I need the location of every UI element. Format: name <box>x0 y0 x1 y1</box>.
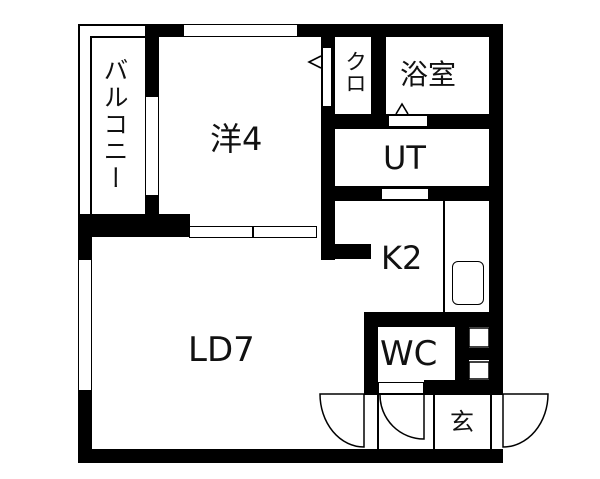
room-label-utility: UT <box>383 139 426 177</box>
balcony-outer-top-line <box>78 24 148 26</box>
room-label-balcony: バルコニー <box>100 57 129 192</box>
room-label-entrance: 玄 <box>450 408 474 436</box>
wall-balcony-western <box>145 24 159 96</box>
wall-top-right <box>298 24 503 37</box>
room-label-closet: クロ <box>341 50 366 94</box>
wall-right <box>489 24 503 312</box>
entrance-divider-line <box>433 394 435 449</box>
wall-shaft-mid <box>469 348 489 360</box>
wall-wc-right <box>455 312 469 394</box>
door-western-ld-1 <box>189 226 253 238</box>
wall-western-ld-left <box>78 214 190 237</box>
wall-shaft-right <box>489 312 503 394</box>
door-arc-wc <box>379 394 425 440</box>
balcony-outer-left-line <box>78 24 80 214</box>
room-label-bath: 浴室 <box>400 58 457 91</box>
wall-wc-left <box>364 312 378 394</box>
room-label-wc: WC <box>380 334 438 374</box>
closet-door-marker-icon <box>307 55 322 69</box>
balcony-inner-top-line <box>90 36 146 38</box>
wall-bottom <box>78 449 503 463</box>
kitchen-sink <box>452 261 484 305</box>
wall-left-lower <box>78 391 92 463</box>
room-label-kitchen: K2 <box>381 239 423 277</box>
wall-closet-bath <box>371 24 386 127</box>
bath-door-marker-icon <box>395 102 409 115</box>
door-bath <box>388 115 428 127</box>
entrance-left-line <box>377 394 379 449</box>
balcony-inner-left-line <box>90 36 92 214</box>
wall-wc-bottom <box>424 380 503 394</box>
door-western-ld-2 <box>253 226 317 238</box>
kitchen-counter-line <box>443 201 445 313</box>
room-label-western: 洋4 <box>210 120 263 158</box>
window-western-top <box>183 24 298 37</box>
door-arc-ld <box>319 393 365 448</box>
door-closet <box>322 47 332 107</box>
window-ld-left <box>78 259 92 391</box>
wall-kitchen-stub <box>321 244 371 259</box>
window-balcony-door <box>145 96 159 196</box>
door-ut <box>381 188 429 200</box>
room-label-ld: LD7 <box>188 330 255 370</box>
door-arc-entrance <box>502 393 549 448</box>
entrance-top-line <box>364 393 503 395</box>
entrance-right-line <box>490 394 492 449</box>
